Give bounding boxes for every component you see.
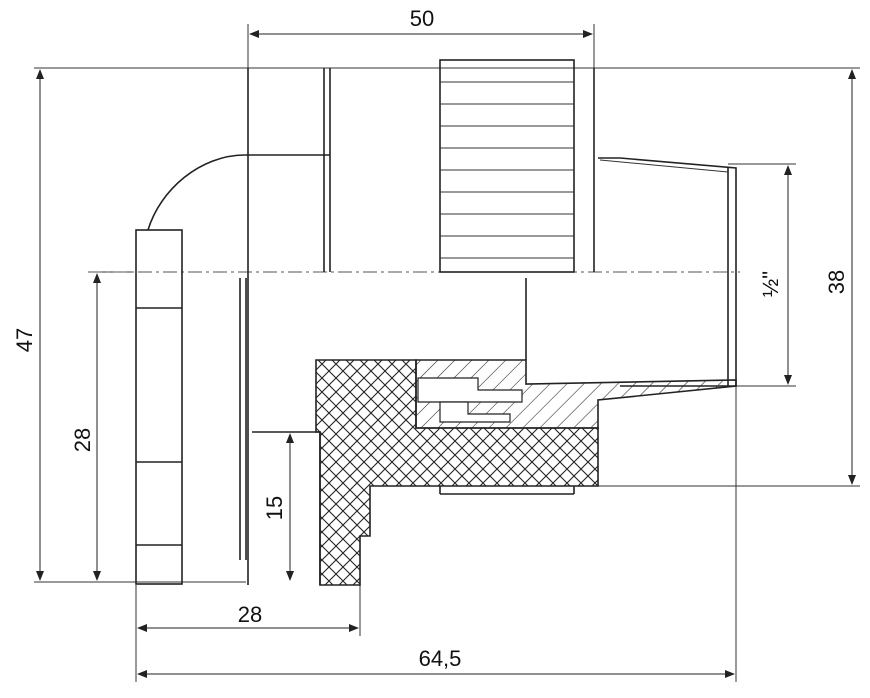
- dim-left-height: 47: [12, 328, 37, 352]
- section-hatch: [315, 359, 737, 586]
- dim-thread: ½": [758, 271, 783, 297]
- dimension-lines: [36, 30, 856, 678]
- dim-small-height: 15: [262, 496, 287, 520]
- dim-top-width: 50: [410, 6, 434, 31]
- dim-bottom-short: 28: [238, 602, 262, 627]
- dim-bottom-total: 64,5: [419, 646, 462, 671]
- part-outline: [135, 59, 737, 585]
- dim-inner-height: 28: [70, 428, 95, 452]
- ribs: [440, 81, 574, 259]
- dim-right-height: 38: [824, 270, 849, 294]
